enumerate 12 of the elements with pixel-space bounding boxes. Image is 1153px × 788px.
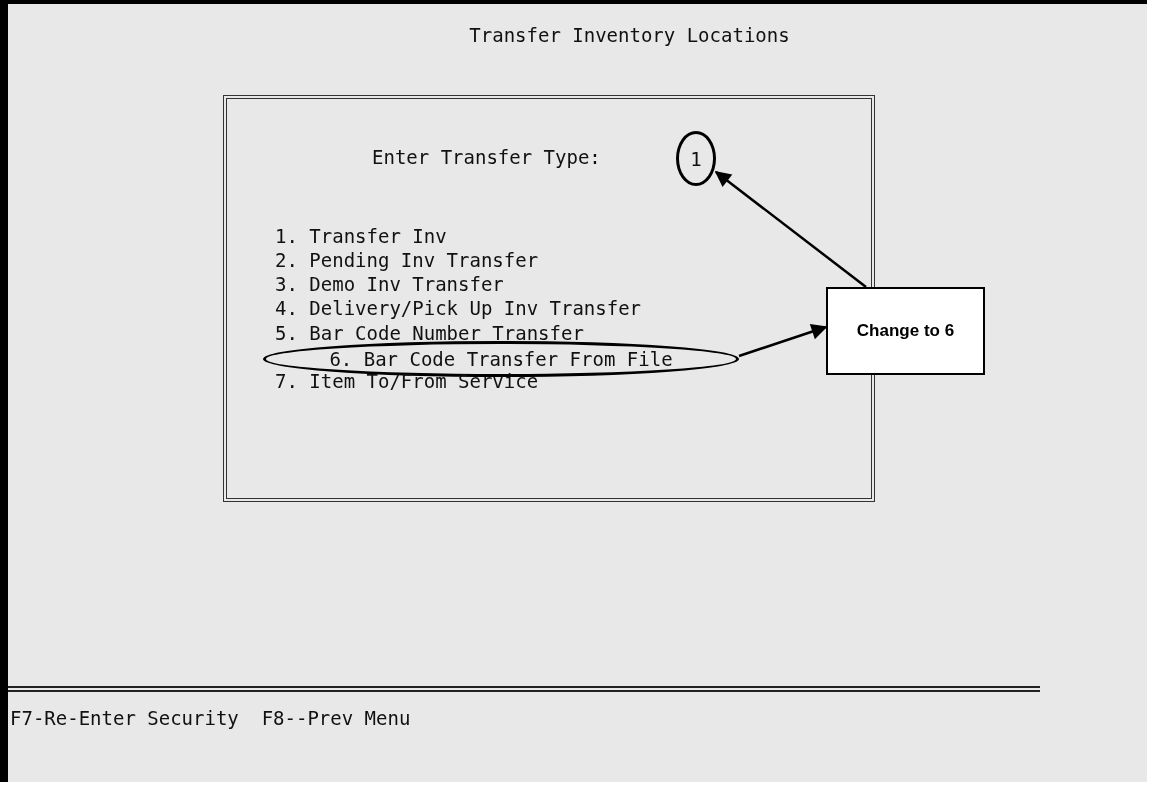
highlight-ellipse: 1 (676, 131, 716, 186)
arrow (714, 171, 867, 288)
callout-box: Change to 6 (826, 287, 985, 375)
menu-option: 3. Demo Inv Transfer (275, 273, 504, 295)
menu-option: 2. Pending Inv Transfer (275, 249, 539, 271)
arrow (738, 323, 828, 358)
function-key-hint: F7-Re-Enter Security F8--Prev Menu (10, 707, 411, 729)
menu-option: 5. Bar Code Number Transfer (275, 322, 584, 344)
prompt-text: Enter Transfer Type: (372, 146, 601, 168)
screen-title: Transfer Inventory Locations (468, 24, 791, 46)
menu-option: 1. Transfer Inv (275, 225, 447, 247)
menu-option: 4. Delivery/Pick Up Inv Transfer (275, 297, 642, 319)
